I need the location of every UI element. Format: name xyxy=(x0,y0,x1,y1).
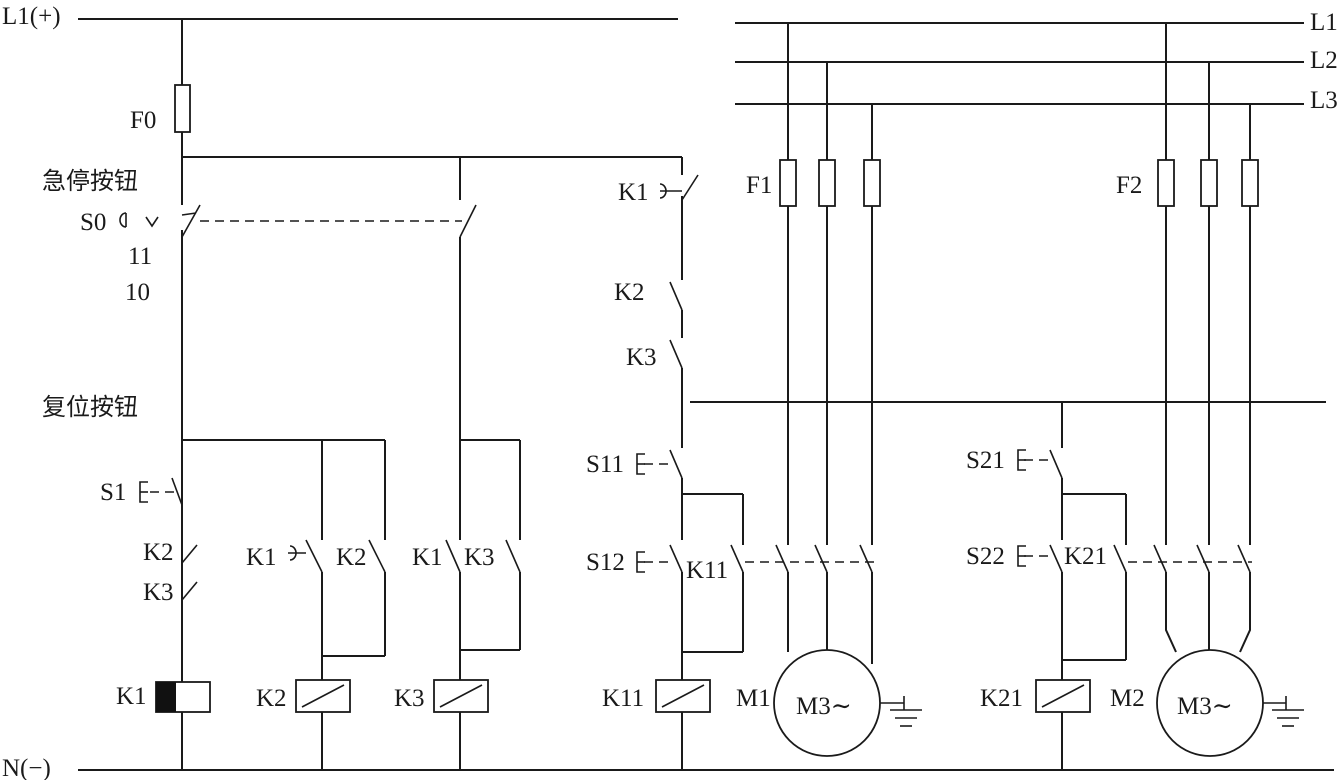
delay-icon xyxy=(288,545,306,561)
label-k3-contact: K3 xyxy=(464,544,495,571)
k11-contact xyxy=(730,544,744,573)
branch-k11 xyxy=(644,157,1326,770)
ground-icon xyxy=(880,696,922,727)
k2-contact xyxy=(368,539,386,573)
label-f2: F2 xyxy=(1116,172,1142,199)
label-s22: S22 xyxy=(966,543,1005,570)
power-rails xyxy=(78,18,1334,771)
label-k3-series: K3 xyxy=(626,344,657,371)
k2-nc-contact xyxy=(181,544,198,564)
label-k2-series: K2 xyxy=(614,279,645,306)
label-k3-nc: K3 xyxy=(143,579,174,606)
label-k1-coil: K1 xyxy=(116,683,147,710)
label-n-minus: N(−) xyxy=(2,755,51,780)
label-k1-contact-b: K1 xyxy=(412,544,443,571)
reset-caption: 复位按钮 xyxy=(42,393,138,421)
label-l1-plus: L1(+) xyxy=(2,3,61,30)
k1-contact-a xyxy=(305,539,323,573)
s22-contact xyxy=(1049,544,1063,573)
s12-contact xyxy=(669,544,683,573)
motor-m2-circuit xyxy=(1153,23,1304,757)
branch-k2 xyxy=(295,440,386,770)
label-k21-coil: K21 xyxy=(980,685,1023,712)
label-k11-coil: K11 xyxy=(602,685,644,712)
label-s1: S1 xyxy=(100,479,126,506)
k3-contact xyxy=(505,539,521,573)
label-k11-contact: K11 xyxy=(686,557,728,584)
fuse-f2-c xyxy=(1241,159,1259,207)
k21-contact xyxy=(1113,544,1127,573)
push-button-icon-s11 xyxy=(636,453,645,475)
branch-main xyxy=(174,19,682,682)
fuse-f2-b xyxy=(1200,159,1218,207)
ground-icon-m2 xyxy=(1263,696,1304,727)
branch-k3 xyxy=(433,157,521,770)
label-phase-l2: L2 xyxy=(1310,47,1338,74)
label-s0: S0 xyxy=(80,209,106,236)
k2-series-contact xyxy=(669,281,683,311)
label-phase-l1: L1 xyxy=(1310,9,1338,36)
push-button-icon xyxy=(139,481,148,503)
fuse-f1-b xyxy=(818,159,836,207)
s21-contact xyxy=(1049,449,1063,479)
motor-m1-circuit xyxy=(773,23,922,757)
k1-contact-b xyxy=(445,539,461,573)
label-k2-coil: K2 xyxy=(256,685,287,712)
s1-contact xyxy=(171,477,183,506)
emergency-stop-caption: 急停按钮 xyxy=(42,167,138,195)
fuse-f0 xyxy=(174,84,191,133)
label-s11: S11 xyxy=(586,451,624,478)
label-k2-nc: K2 xyxy=(143,539,174,566)
delay-icon-top xyxy=(659,183,682,199)
label-f1: F1 xyxy=(746,172,772,199)
label-phase-l3: L3 xyxy=(1310,87,1338,114)
fuse-f2-a xyxy=(1157,159,1175,207)
branch-k21 xyxy=(1024,402,1252,770)
push-button-icon-s22 xyxy=(1017,545,1026,567)
label-m1: M1 xyxy=(736,685,771,712)
label-k2-contact: K2 xyxy=(336,544,367,571)
k3-series-contact xyxy=(669,339,683,369)
k1-top-contact xyxy=(681,174,699,201)
label-s12: S12 xyxy=(586,549,625,576)
s11-contact xyxy=(669,449,683,479)
label-k1-contact-a: K1 xyxy=(246,544,277,571)
branch-k1 xyxy=(150,439,385,770)
motor-m1-text: M3∼ xyxy=(796,693,852,720)
label-s21: S21 xyxy=(966,447,1005,474)
push-button-icon-s12 xyxy=(636,551,645,573)
push-button-icon-s21 xyxy=(1017,449,1026,471)
label-f0: F0 xyxy=(130,107,156,134)
label-k3-coil: K3 xyxy=(394,685,425,712)
label-terminal-11: 11 xyxy=(128,243,152,270)
mushroom-icon xyxy=(119,212,159,228)
k3-nc-contact xyxy=(181,581,198,601)
fuse-f1-c xyxy=(863,159,881,207)
fuse-f1-a xyxy=(779,159,797,207)
label-terminal-10: 10 xyxy=(125,279,150,306)
s0-contact xyxy=(181,204,201,238)
s0-second-contact xyxy=(459,204,477,238)
label-k21-contact: K21 xyxy=(1064,543,1107,570)
motor-m2-text: M3∼ xyxy=(1177,693,1233,720)
label-m2: M2 xyxy=(1110,685,1145,712)
label-k1-top: K1 xyxy=(618,179,649,206)
